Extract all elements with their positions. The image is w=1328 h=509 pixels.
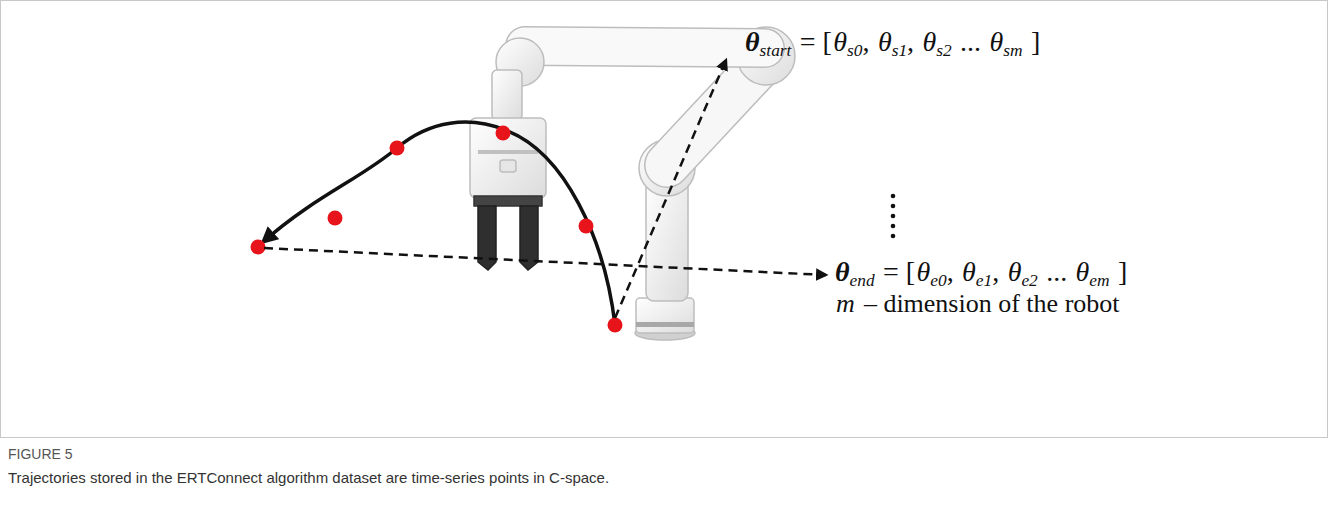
end-vector: θend= [θe0,θe1,θe2...θem] [835, 256, 1129, 288]
formula-part: θ [878, 26, 892, 58]
formula-part: , [992, 256, 999, 288]
formula-part: θ [745, 26, 760, 58]
formula-part: ] [1031, 26, 1040, 58]
formula-part: , [907, 26, 914, 58]
vertical-ellipsis [891, 194, 896, 239]
robot-arm [470, 27, 795, 340]
end-pointer [264, 248, 826, 275]
formula-part: , [863, 26, 870, 58]
subscript: start [760, 41, 792, 61]
formula-part: θ [1008, 256, 1022, 288]
trajectory-curve [263, 122, 615, 325]
subscript: s2 [936, 41, 951, 61]
formula-part: m [836, 289, 855, 319]
formula-part: , [947, 256, 954, 288]
subscript: e0 [930, 271, 946, 291]
formula-part: θ [833, 26, 847, 58]
caption: Trajectories stored in the ERTConnect al… [8, 469, 609, 486]
formula-part: θ [962, 256, 976, 288]
subscript: s1 [892, 41, 907, 61]
formula-part: = [ [800, 26, 832, 58]
formula-part: ... [960, 26, 981, 58]
figure-number: FIGURE 5 [8, 446, 73, 462]
subscript: s0 [847, 41, 862, 61]
formula-part: θ [917, 256, 931, 288]
waypoint-dots [251, 126, 623, 333]
subscript: end [850, 271, 875, 291]
formula-part: θ [835, 256, 850, 288]
subscript: sm [1003, 41, 1022, 61]
formula-part: θ [1076, 256, 1090, 288]
formula-part: θ [989, 26, 1003, 58]
start-vector: θstart= [θs0,θs1,θs2...θsm] [745, 26, 1042, 58]
subscript: e2 [1021, 271, 1037, 291]
formula-part: θ [922, 26, 936, 58]
subscript: e1 [976, 271, 992, 291]
start-pointer [615, 60, 726, 318]
formula-part: = [ [883, 256, 915, 288]
formula-part: ... [1046, 256, 1067, 288]
formula-part: – dimension of the robot [864, 289, 1120, 319]
subscript: em [1089, 271, 1109, 291]
dimension-note: m – dimension of the robot [836, 289, 1120, 319]
figure-frame [1, 1, 1328, 438]
formula-part: ] [1118, 256, 1127, 288]
